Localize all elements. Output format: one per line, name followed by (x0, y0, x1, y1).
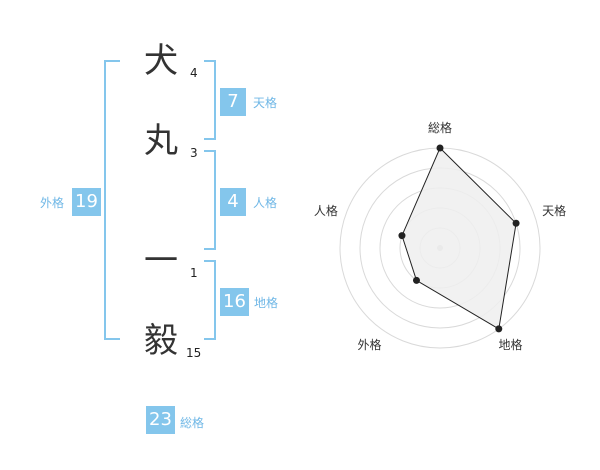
gaikaku-score: 19 (72, 188, 101, 216)
tenkaku-bracket (204, 60, 216, 140)
name-char-3: 一 (144, 241, 178, 281)
stroke-count-3: 1 (190, 266, 198, 280)
radar-axis-label-1: 総格 (428, 120, 452, 135)
chikaku-score: 16 (220, 288, 249, 316)
chikaku-bracket (204, 260, 216, 340)
tenkaku-score: 7 (220, 88, 246, 116)
name-char-4: 毅 (144, 321, 178, 361)
radar-axis-label-2: 天格 (542, 203, 566, 218)
stroke-count-2: 3 (190, 146, 198, 160)
radar-axis-label-5: 人格 (314, 203, 338, 218)
soukaku-score: 23 (146, 406, 175, 434)
tenkaku-label: 天格 (253, 96, 278, 110)
radar-points (398, 144, 520, 333)
radar-point-2 (512, 219, 520, 227)
stroke-count-1: 4 (190, 66, 198, 80)
radar-axis-label-4: 外格 (357, 337, 381, 352)
jinkaku-score: 4 (220, 188, 246, 216)
radar-polygon (401, 147, 517, 330)
radar-point-4 (412, 276, 420, 284)
name-char-1: 犬 (144, 41, 178, 81)
radar-point-5 (398, 232, 406, 240)
gaikaku-bracket (104, 60, 120, 340)
chikaku-label: 地格 (254, 296, 279, 310)
jinkaku-bracket (204, 150, 216, 250)
radar-axis-label-3: 地格 (498, 337, 522, 352)
radar-point-3 (495, 325, 503, 333)
name-char-2: 丸 (144, 121, 178, 161)
gaikaku-label: 外格 (40, 196, 65, 210)
stroke-count-4: 15 (186, 346, 202, 360)
soukaku-label: 総格 (180, 416, 205, 430)
jinkaku-label: 人格 (253, 196, 278, 210)
radar-point-1 (436, 144, 444, 152)
